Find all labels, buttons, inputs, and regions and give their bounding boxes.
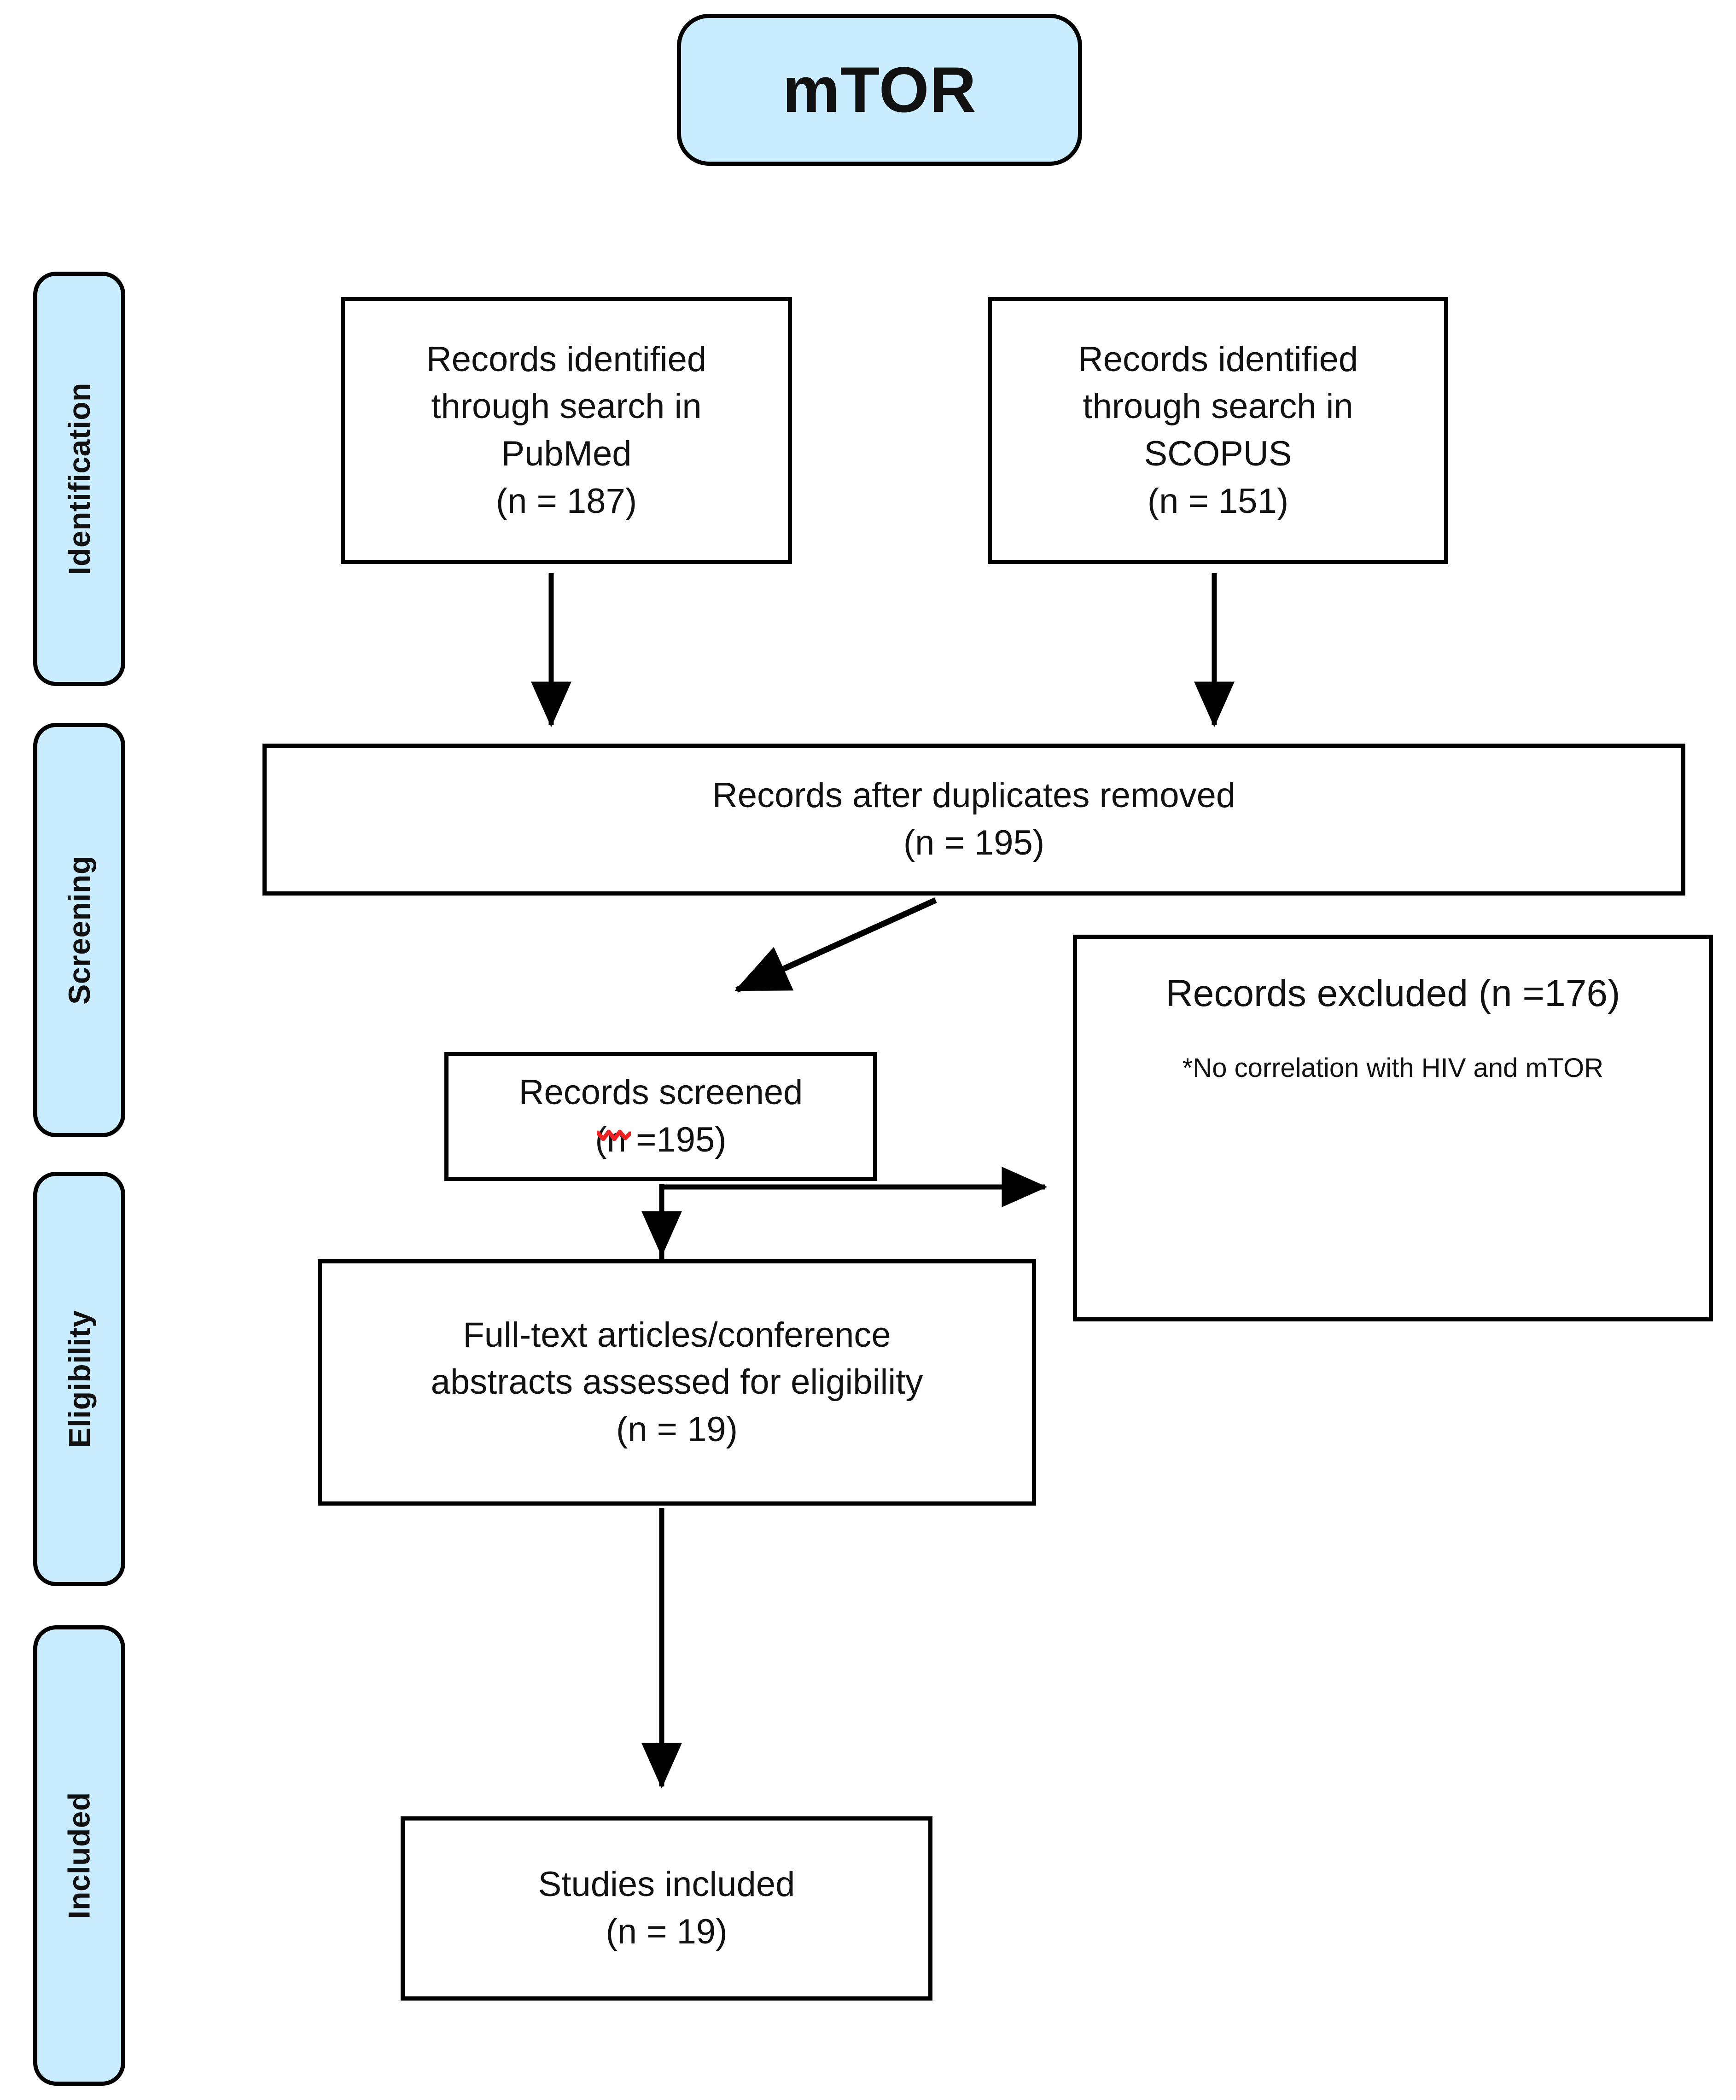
screened-line-1: Records screened (518, 1073, 803, 1112)
fulltext-count: (n = 19) (616, 1409, 738, 1449)
included-line-1: Studies included (538, 1865, 795, 1904)
scopus-line-3: SCOPUS (1144, 434, 1292, 473)
stage-pill-screening: Screening (33, 723, 125, 1137)
stage-pill-eligibility: Eligibility (33, 1172, 125, 1586)
pubmed-count: (n = 187) (495, 481, 637, 521)
excluded-count: Records excluded (n =176) (1165, 972, 1620, 1014)
diagram-title-text: mTOR (782, 53, 977, 126)
box-records-pubmed: Records identified through search in Pub… (341, 297, 792, 564)
stage-label-screening: Screening (62, 855, 97, 1005)
diagram-title-box: mTOR (677, 14, 1082, 166)
pubmed-line-1: Records identified (426, 339, 707, 379)
arrow-duplicates-to-screened (734, 897, 937, 993)
box-fulltext-assessed: Full-text articles/conference abstracts … (318, 1259, 1036, 1506)
scopus-count: (n = 151) (1147, 481, 1289, 521)
box-studies-included: Studies included (n = 19) (401, 1816, 932, 2001)
included-count: (n = 19) (606, 1912, 728, 1951)
screened-count: (n =195) (595, 1120, 727, 1159)
duplicates-line-1: Records after duplicates removed (712, 776, 1236, 815)
scopus-line-1: Records identified (1078, 339, 1358, 379)
stage-label-identification: Identification (62, 383, 97, 575)
fulltext-line-1: Full-text articles/conference (463, 1315, 891, 1355)
stage-label-eligibility: Eligibility (62, 1310, 97, 1448)
fulltext-line-2: abstracts assessed for eligibility (431, 1362, 923, 1402)
box-records-screened: Records screened (n =195) (444, 1052, 877, 1181)
excluded-note: *No correlation with HIV and mTOR (1182, 1053, 1604, 1083)
stage-label-included: Included (62, 1792, 97, 1919)
spellcheck-squiggle-icon (597, 1129, 631, 1141)
box-duplicates-removed: Records after duplicates removed (n = 19… (262, 744, 1685, 896)
scopus-line-2: through search in (1083, 387, 1353, 426)
box-records-excluded: Records excluded (n =176) *No correlatio… (1073, 935, 1713, 1321)
duplicates-count: (n = 195) (903, 823, 1045, 862)
stage-pill-identification: Identification (33, 272, 125, 686)
box-records-scopus: Records identified through search in SCO… (988, 297, 1448, 564)
pubmed-line-3: PubMed (501, 434, 632, 473)
pubmed-line-2: through search in (431, 387, 702, 426)
stage-pill-included: Included (33, 1625, 125, 2086)
